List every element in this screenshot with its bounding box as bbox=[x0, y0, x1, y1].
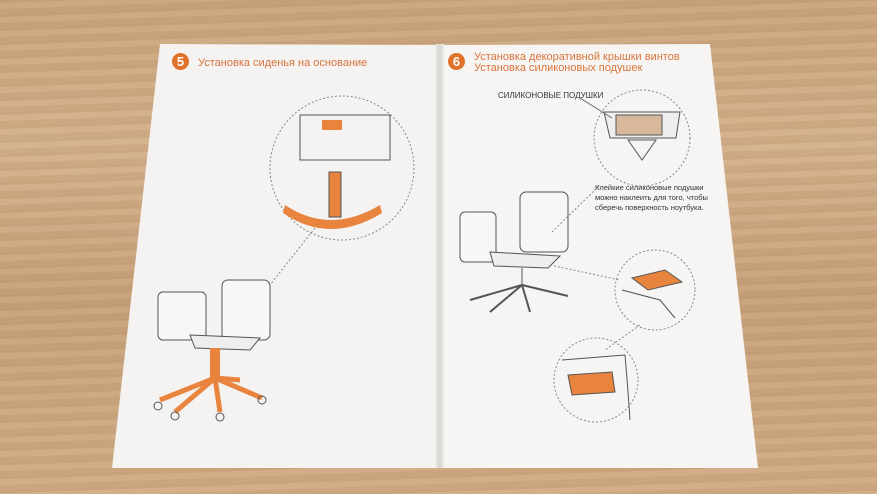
pad-placement-detail-illustration bbox=[604, 249, 696, 351]
note-line-3: сберечь поверхность ноутбука. bbox=[595, 203, 704, 212]
pad-installed-detail-illustration bbox=[553, 337, 639, 423]
step-5-title: Установка сиденья на основание bbox=[198, 57, 368, 69]
step-5-badge: 5 bbox=[172, 53, 189, 70]
step-6-badge: 6 bbox=[448, 53, 465, 70]
seat-mount-detail-illustration bbox=[257, 95, 415, 301]
step-6-title-2: Установка силиконовых подушек bbox=[474, 62, 643, 74]
note-line-1: Клейкие силиконовые подушки bbox=[595, 183, 704, 192]
silicone-pads-detail-illustration bbox=[579, 89, 691, 187]
silicone-pads-label: СИЛИКОНОВЫЕ ПОДУШКИ bbox=[498, 91, 604, 100]
booklet-fold bbox=[436, 44, 444, 468]
step-6-title-1: Установка декоративной крышки винтов bbox=[474, 51, 680, 63]
note-line-2: можно наклеить для того, чтобы bbox=[595, 193, 708, 202]
silicone-pads-note: Клейкие силиконовые подушки можно наклеи… bbox=[595, 183, 715, 213]
chair-illustration-left bbox=[153, 279, 271, 422]
chair-illustration-right bbox=[459, 184, 621, 313]
